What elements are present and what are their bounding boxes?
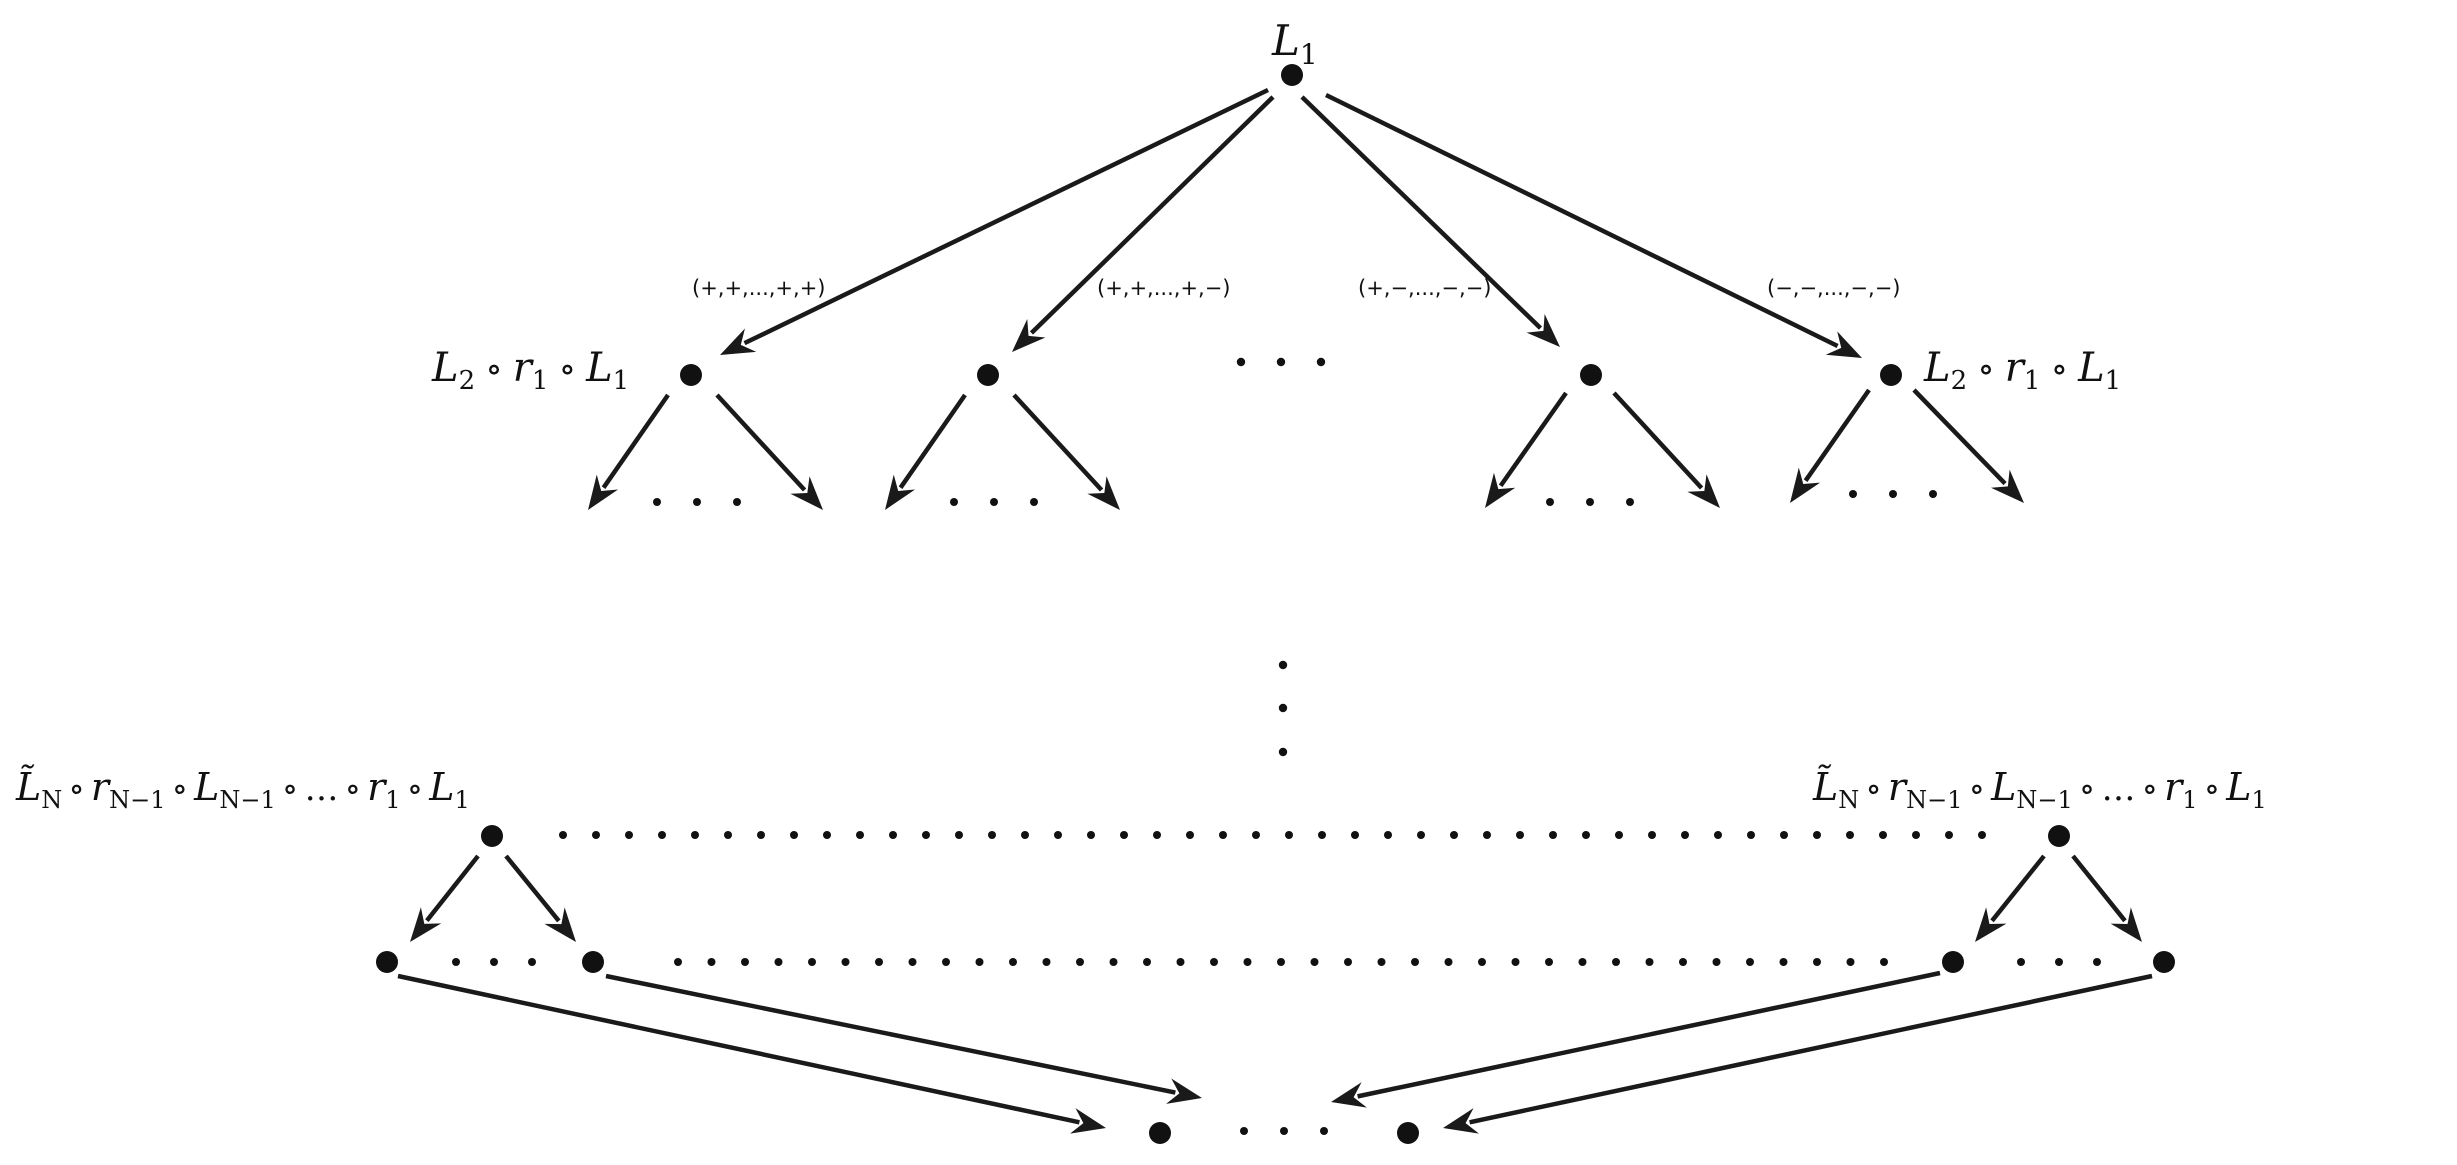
level2-left-label: L2∘r1∘L1 xyxy=(431,345,629,396)
root-node xyxy=(1281,64,1303,86)
final-node-right xyxy=(1397,1122,1419,1144)
edge-level2-2-left xyxy=(885,393,967,510)
levelN1-node-1 xyxy=(376,951,398,973)
levelN1-node-4 xyxy=(2153,951,2175,973)
sign-pattern-4: (−,−,...,−,−) xyxy=(1767,276,1901,300)
edge-level2-3-left xyxy=(1485,391,1568,508)
edge-levelN-left-a xyxy=(410,854,480,942)
dots-vertical xyxy=(1278,660,1288,757)
level2-node-2 xyxy=(977,364,999,386)
edge-level2-2-right xyxy=(1012,393,1120,510)
dots-under-2 xyxy=(950,498,1038,506)
dots-levelN-row xyxy=(559,831,1986,839)
nodes xyxy=(376,64,2175,1144)
levelN-left-label: L̃N∘rN−1∘LN−1∘…∘r1∘L1 xyxy=(15,765,470,814)
edge-level2-4-right xyxy=(1912,388,2024,503)
dots-level2-middle xyxy=(1236,357,1326,367)
edge-root-to-2 xyxy=(1012,95,1275,352)
dots-under-4 xyxy=(1849,490,1937,498)
edge-level2-1-left xyxy=(588,393,670,510)
levelN1-node-2 xyxy=(582,951,604,973)
level2-node-3 xyxy=(1580,364,1602,386)
ellipsis-dots xyxy=(452,357,2101,1135)
edge-levelN-right-b xyxy=(2071,854,2142,942)
level2-node-1 xyxy=(680,364,702,386)
levelN-right-label: L̃N∘rN−1∘LN−1∘…∘r1∘L1 xyxy=(1812,765,2267,814)
level2-node-4 xyxy=(1880,364,1902,386)
dots-leaf-right xyxy=(2017,958,2101,966)
edge-level2-4-left xyxy=(1790,388,1871,503)
edge-root-to-4 xyxy=(1325,92,1862,358)
edge-root-to-1 xyxy=(720,87,1269,355)
edge-converge-1 xyxy=(397,973,1106,1134)
levelN-left-node xyxy=(481,825,503,847)
levelN-right-node xyxy=(2048,825,2070,847)
sign-pattern-3: (+,−,...,−,−) xyxy=(1358,276,1492,300)
edges xyxy=(397,87,2153,1134)
final-node-left xyxy=(1149,1122,1171,1144)
dots-under-1 xyxy=(653,498,741,506)
levelN1-node-3 xyxy=(1942,951,1964,973)
dots-final xyxy=(1240,1127,1328,1135)
sign-pattern-1: (+,+,...,+,+) xyxy=(692,276,826,300)
sign-pattern-2: (+,+,...,+,−) xyxy=(1097,276,1231,300)
edge-levelN-left-b xyxy=(504,854,576,942)
dots-leaf-middle xyxy=(674,958,1888,966)
edge-level2-3-right xyxy=(1612,391,1720,508)
edge-root-to-3 xyxy=(1300,95,1560,347)
edge-level2-1-right xyxy=(715,393,823,510)
dots-leaf-left xyxy=(452,958,536,966)
level2-right-label: L2∘r1∘L1 xyxy=(1923,345,2121,396)
edge-converge-4 xyxy=(1443,973,2153,1134)
edge-converge-2 xyxy=(605,973,1202,1104)
edge-converge-3 xyxy=(1331,970,1941,1108)
root-label: L1 xyxy=(1271,16,1318,71)
dots-under-3 xyxy=(1546,498,1634,506)
edge-levelN-right-a xyxy=(1975,854,2046,942)
